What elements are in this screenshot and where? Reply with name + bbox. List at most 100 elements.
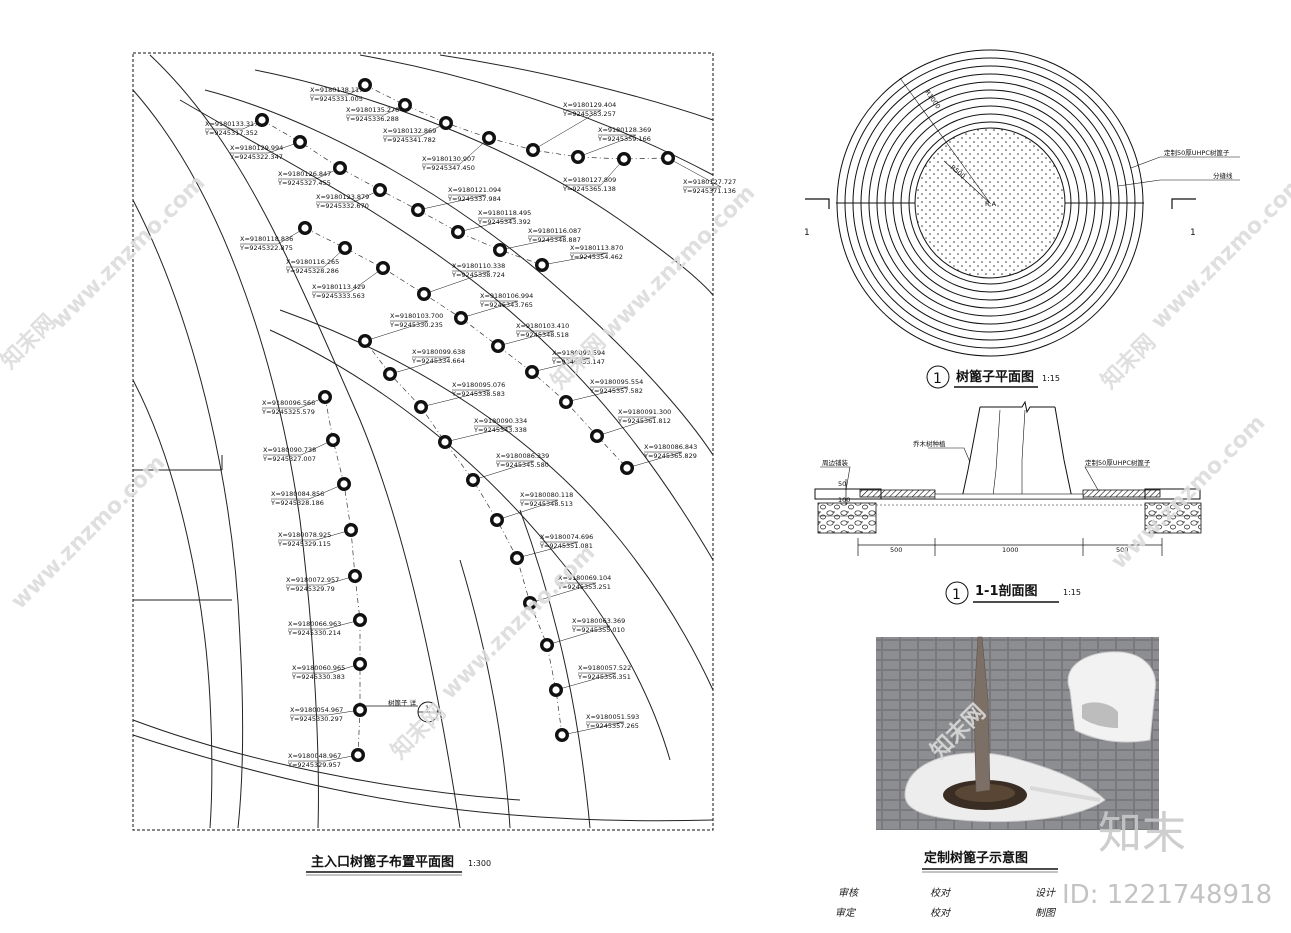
tree-y-coordinate: Y=9245345.580	[495, 461, 549, 469]
tree-trunk-circle	[419, 289, 429, 299]
plan-callout: 树篦子 详 1	[362, 698, 439, 723]
tree-x-coordinate: X=9180118.836	[240, 235, 293, 243]
tree-x-coordinate: X=9180138.117	[310, 86, 363, 94]
tree-x-coordinate: X=9180080.118	[520, 491, 573, 499]
tree-x-coordinate: X=9180113.429	[312, 283, 365, 291]
tree-trunk-circle	[542, 640, 552, 650]
tree-trunk-circle	[355, 615, 365, 625]
tree-leader	[546, 625, 611, 646]
tree-trunk-circle	[360, 80, 370, 90]
callout-label: 树篦子 详	[388, 698, 417, 707]
tree-leader	[364, 320, 429, 342]
tree-x-coordinate: X=9180118.495	[478, 209, 531, 217]
tree-y-coordinate: Y=9245359.166	[597, 135, 651, 143]
grate-material-label: 定制50厚UHPC树篦子	[1164, 148, 1230, 157]
tree-trunk-circle	[592, 431, 602, 441]
tree-y-coordinate: Y=9245353.257	[562, 110, 616, 118]
tree-trunk-circle	[340, 243, 350, 253]
sig-2: 校对	[930, 887, 952, 899]
tree-x-coordinate: X=9180110.338	[452, 262, 505, 270]
tree-x-coordinate: X=9180086.843	[644, 443, 697, 451]
tree-leader	[596, 416, 657, 437]
sig-6: 制图	[1035, 907, 1057, 919]
section-trunk-label: 乔木树种植	[913, 439, 946, 448]
watermark-logo: 知末	[1098, 808, 1186, 859]
tree-x-coordinate: X=9180074.696	[540, 533, 593, 541]
tree-y-coordinate: Y=9245355.010	[571, 626, 625, 634]
tree-leader	[312, 267, 384, 293]
tree-y-coordinate: Y=9245330.235	[389, 321, 443, 329]
tree-x-coordinate: X=9180103.700	[390, 312, 443, 320]
tree-leader	[541, 252, 609, 266]
tree-leader	[529, 582, 597, 604]
photo-caption: 定制树篦子示意图	[923, 850, 1028, 866]
tree-y-coordinate: Y=9245329.957	[287, 761, 341, 769]
tree-leader	[516, 541, 579, 559]
tree-trunk-circle	[375, 185, 385, 195]
tree-trunk-circle	[440, 437, 450, 447]
tree-x-coordinate: X=9180099.638	[412, 348, 465, 356]
tree-x-coordinate: X=9180127.727	[683, 178, 736, 186]
tree-leader	[286, 247, 346, 268]
tree-trunk-circle	[561, 397, 571, 407]
tree-trunk-circle	[378, 263, 388, 273]
tree-trunk-circle	[537, 260, 547, 270]
tree-leader	[423, 270, 491, 295]
tree-y-coordinate: Y=9245343.765	[479, 301, 533, 309]
tree-y-coordinate: Y=9245348.887	[527, 236, 581, 244]
sig-1: 审核	[838, 887, 860, 899]
tree-y-coordinate: Y=9245331.005	[309, 95, 363, 103]
watermark-site-1: www.znzmo.com	[47, 170, 211, 334]
tree-leader	[420, 389, 491, 408]
sig-3: 设计	[1035, 887, 1056, 899]
tree-leader	[496, 499, 559, 521]
tree-trunk-circle	[300, 223, 310, 233]
tree-y-coordinate: Y=9245351.081	[539, 542, 593, 550]
tree-y-coordinate: Y=9245361.812	[617, 417, 671, 425]
tree-trunk-circle	[619, 154, 629, 164]
tree-trunk-circle	[355, 659, 365, 669]
plan-title-block: 主入口树篦子布置平面图 1:300	[306, 854, 491, 876]
tree-trunk-circle	[353, 750, 363, 760]
section-dim-1: 500	[890, 546, 902, 554]
tree-x-coordinate: X=9180121.094	[448, 186, 501, 194]
tree-trunk-circle	[492, 515, 502, 525]
tree-x-coordinate: X=9180063.369	[572, 617, 625, 625]
tree-trunk-circle	[416, 402, 426, 412]
tree-y-coordinate: Y=9245336.288	[345, 115, 399, 123]
tree-trunk-circle	[339, 479, 349, 489]
tree-x-coordinate: X=9180054.967	[290, 706, 343, 714]
tree-x-coordinate: X=9180051.593	[586, 713, 639, 721]
plan-scale: 1:300	[468, 859, 491, 868]
tree-trunk-circle	[355, 705, 365, 715]
tree-x-coordinate: X=9180116.087	[528, 227, 581, 235]
grate-plan-title: 树篦子平面图	[956, 369, 1034, 385]
tree-x-coordinate: X=9180129.404	[563, 101, 616, 109]
tree-leader	[565, 386, 629, 403]
tree-trunk-circle	[622, 463, 632, 473]
tree-trunk-circle	[456, 313, 466, 323]
tree-leader	[444, 425, 513, 443]
cut-label-left: 1	[804, 228, 810, 238]
tree-trunk-circle	[320, 392, 330, 402]
tree-y-coordinate: Y=9245327.455	[277, 179, 331, 187]
tree-x-coordinate: X=9180113.870	[570, 244, 623, 252]
tree-leader	[532, 109, 602, 151]
tree-leader	[292, 663, 361, 674]
tree-y-coordinate: Y=9245365.138	[562, 185, 616, 193]
tree-trunk-circle	[441, 118, 451, 128]
